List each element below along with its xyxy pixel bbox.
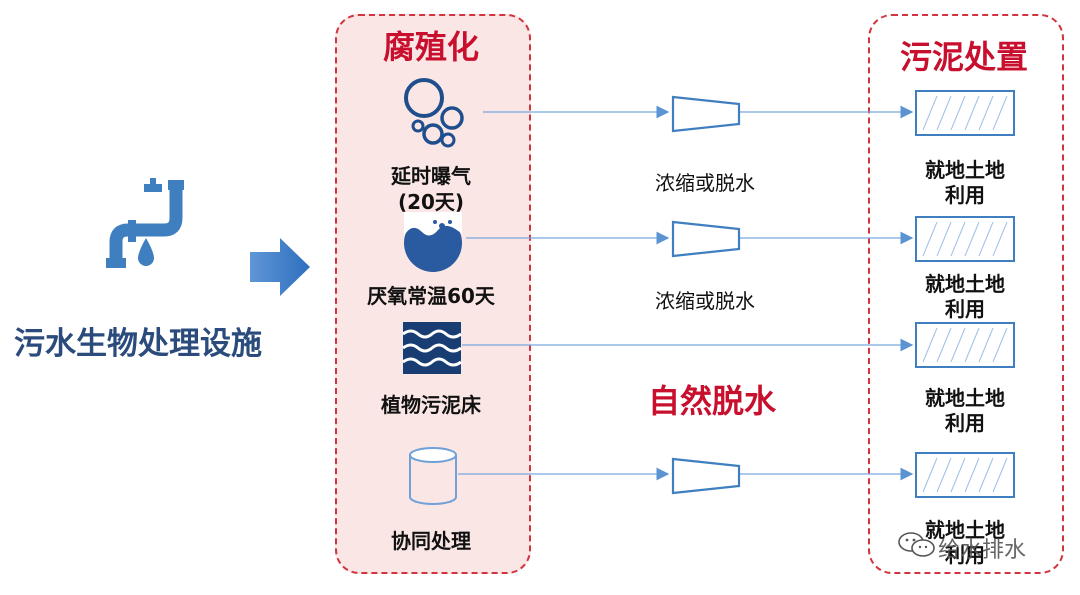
destination-label-3: 就地土地 利用 [905,386,1025,436]
water-wave-circle-icon [404,212,462,272]
destination-4-line1: 就地土地 [925,518,1005,542]
wavy-layers-icon [402,322,462,374]
thickener-icon [671,457,741,495]
destination-2-line1: 就地土地 [925,272,1005,296]
cylinder-icon [409,447,457,505]
destination-1-line2: 利用 [945,183,985,207]
humification-title: 腐殖化 [382,28,479,66]
destination-3-line1: 就地土地 [925,386,1005,410]
destination-label-1: 就地土地 利用 [905,158,1025,208]
process-label-co-treatment: 协同处理 [391,529,471,553]
process-label-reed-bed: 植物污泥床 [381,393,481,417]
process-label-aeration-line1: 延时曝气 [391,164,471,188]
destination-4-line2: 利用 [945,543,985,567]
right-arrow-icon [250,238,310,296]
humification-panel [335,14,531,574]
thickener-icon [671,220,741,258]
middle-label-1: 浓缩或脱水 [655,171,755,195]
process-label-aeration-line2: (20天) [397,190,465,214]
destination-label-4: 就地土地 利用 [905,518,1025,568]
land-plot-icon [915,452,1015,498]
destination-3-line2: 利用 [945,411,985,435]
land-plot-icon [915,216,1015,262]
process-label-anaerobic: 厌氧常温60天 [367,284,495,308]
process-label-aeration: 延时曝气 (20天) [340,163,522,215]
destination-2-line2: 利用 [945,297,985,321]
natural-dewatering-label: 自然脱水 [648,382,777,420]
watermark-text: 给水排水 [938,538,1027,563]
land-plot-icon [915,322,1015,368]
thickener-icon [671,95,741,133]
sludge-disposal-title: 污泥处置 [899,38,1028,76]
bubbles-icon [404,78,464,148]
middle-label-2: 浓缩或脱水 [655,289,755,313]
faucet-pipe-icon [106,178,184,268]
destination-1-line1: 就地土地 [925,158,1005,182]
land-plot-icon [915,90,1015,136]
destination-label-2: 就地土地 利用 [905,272,1025,322]
left-title: 污水生物处理设施 [14,326,262,362]
wechat-icon [898,532,935,557]
